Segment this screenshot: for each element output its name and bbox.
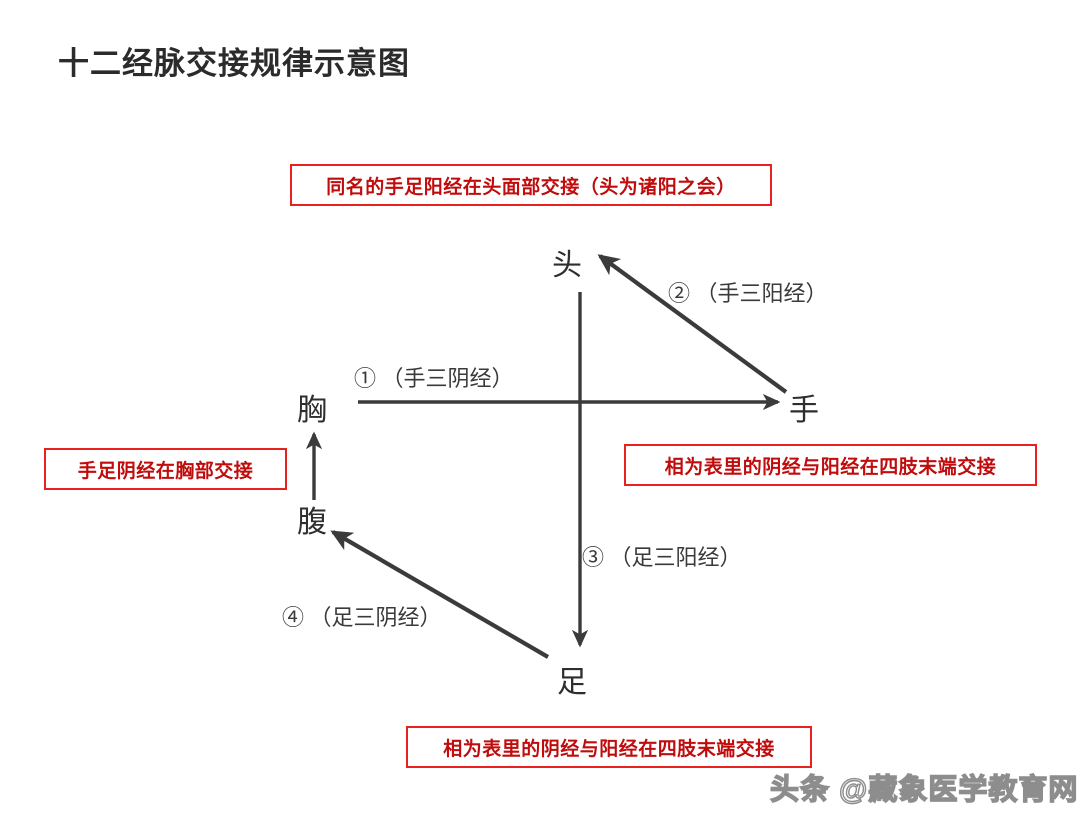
node-label-chest: 胸 xyxy=(297,394,327,427)
callout-limb-bottom: 相为表里的阴经与阳经在四肢末端交接 xyxy=(406,726,812,768)
node-label-foot: 足 xyxy=(557,666,587,699)
path-label-1: ① （手三阴经） xyxy=(354,366,514,391)
arrow-hand-to-head xyxy=(597,254,788,394)
node-label-belly: 腹 xyxy=(297,506,327,539)
path-label-3: ③ （足三阳经） xyxy=(582,545,742,570)
node-label-hand: 手 xyxy=(789,394,819,427)
callout-limb-right: 相为表里的阴经与阳经在四肢末端交接 xyxy=(624,444,1037,486)
callout-chest-intersection: 手足阴经在胸部交接 xyxy=(44,448,287,490)
arrow-foot-to-belly xyxy=(330,530,550,659)
callout-head-intersection: 同名的手足阳经在头面部交接（头为诸阳之会） xyxy=(290,164,772,206)
node-label-head: 头 xyxy=(552,249,582,282)
path-label-4: ④ （足三阴经） xyxy=(282,605,442,630)
watermark: 头条 @藏象医学教育网 xyxy=(769,773,1079,806)
path-label-2: ② （手三阳经） xyxy=(668,281,828,306)
page-title: 十二经脉交接规律示意图 xyxy=(58,46,410,81)
